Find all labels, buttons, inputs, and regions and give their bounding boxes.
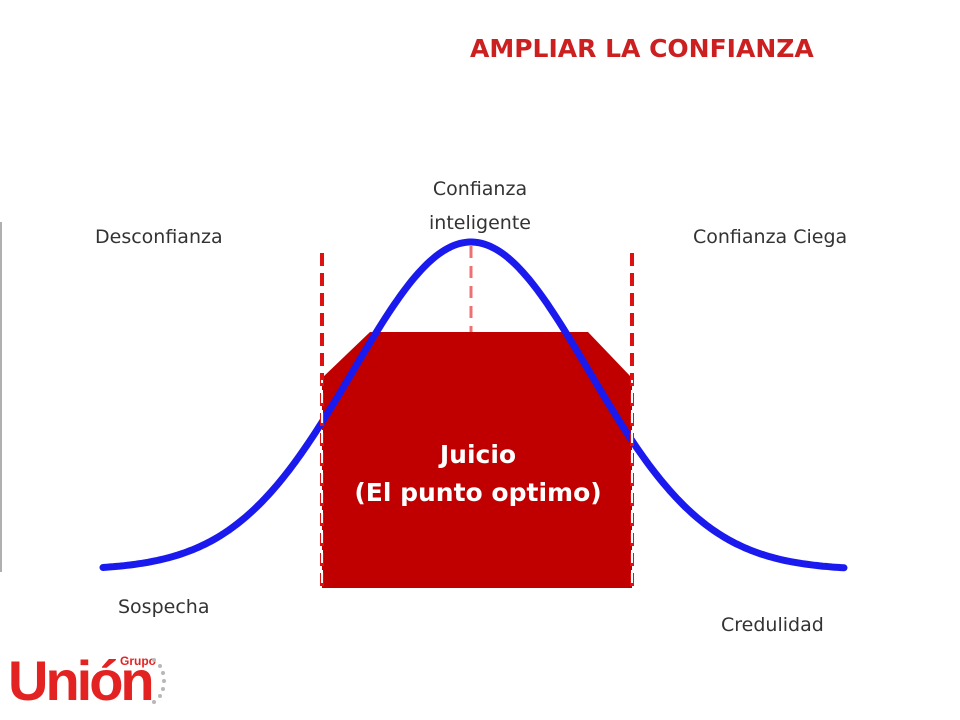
left-edge-rule [0,222,2,572]
judgment-box [322,332,632,588]
logo-dots-icon [152,658,166,704]
bell-curve [99,238,848,572]
logo-subtitle: Grupo [120,654,156,668]
left-label: Desconfianza [95,226,223,248]
judgment-text: Juicio (El punto optimo) [325,436,631,512]
judgment-line1: Juicio [439,440,517,469]
peak-label: Confianza inteligente [380,172,580,240]
logo-wordmark: Unión [8,649,155,712]
peak-label-line2: inteligente [429,212,531,234]
peak-label-line1: Confianza [432,178,528,200]
right-label: Confianza Ciega [693,226,848,248]
bottom-right-label: Credulidad [721,614,824,636]
company-logo: Unión Grupo [8,648,178,714]
page-title: AMPLIAR LA CONFIANZA [470,34,814,63]
bottom-left-label: Sospecha [118,596,210,618]
judgment-line2: (El punto optimo) [354,478,602,507]
